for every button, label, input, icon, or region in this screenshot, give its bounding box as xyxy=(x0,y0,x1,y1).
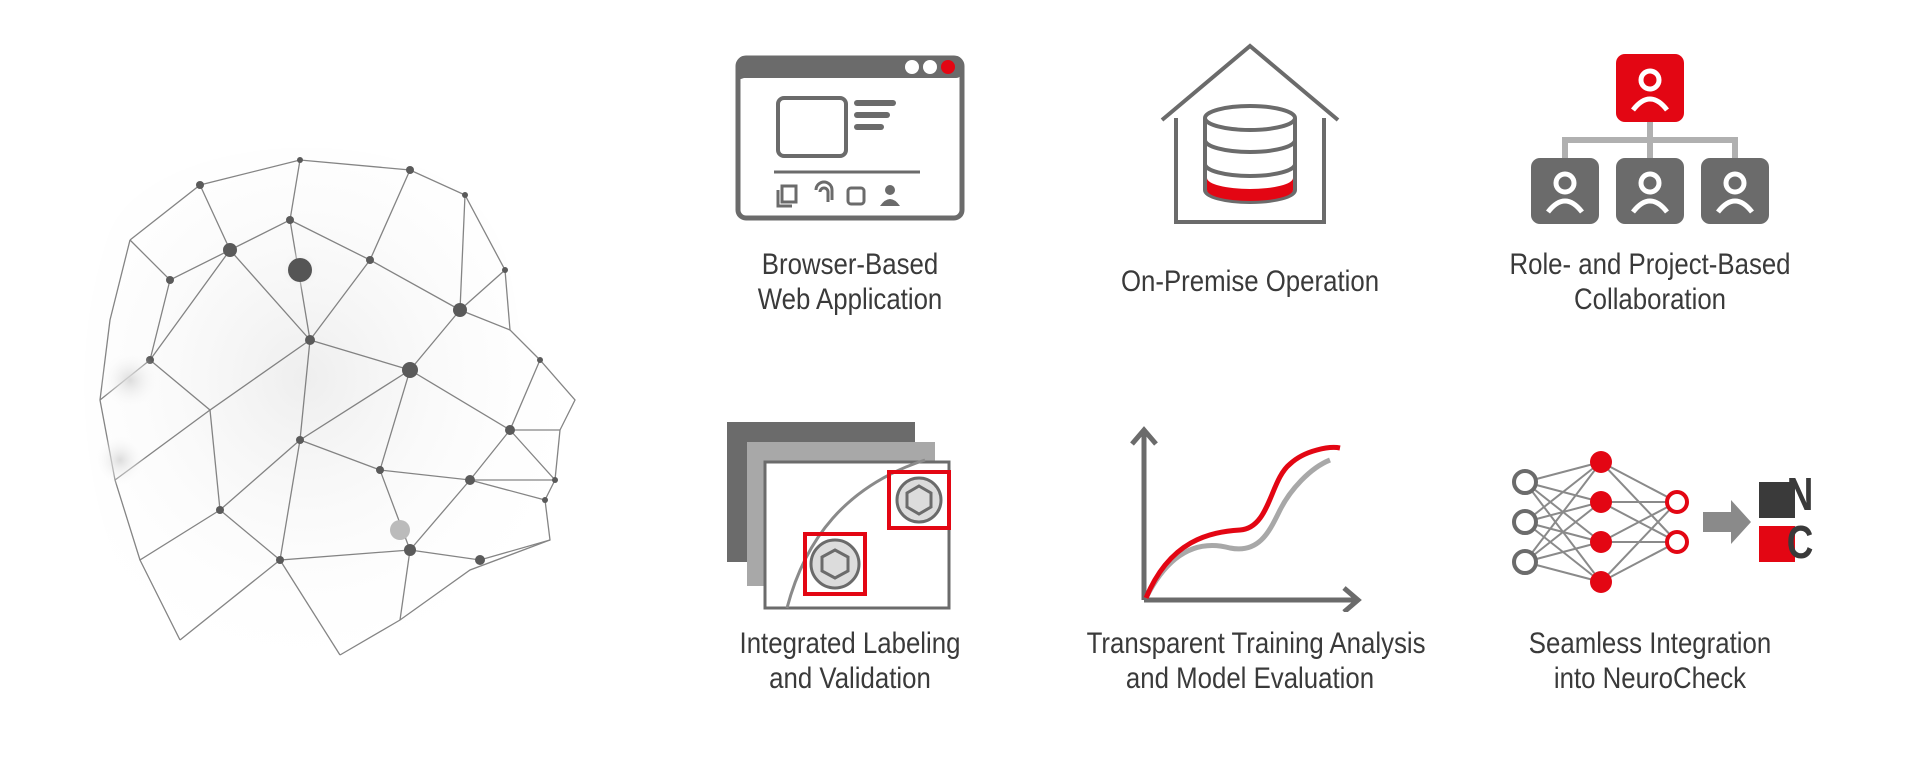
feature-caption: Integrated Labeling and Validation xyxy=(739,627,961,695)
house-database-icon xyxy=(1160,43,1340,224)
nc-logo-letters: N C xyxy=(1780,470,1820,566)
feature-caption: On-Premise Operation xyxy=(1120,265,1380,298)
wireframe-head-illustration xyxy=(84,147,576,660)
feature-training-analysis: Transparent Training Analysis and Model … xyxy=(1060,420,1440,696)
org-chart-users-icon xyxy=(1531,54,1769,224)
feature-caption: Role- and Project-Based Collaboration xyxy=(1509,248,1791,316)
browser-window-icon xyxy=(735,55,965,221)
feature-role-project-collaboration: Role- and Project-Based Collaboration xyxy=(1460,40,1840,317)
neural-network-to-nc-icon xyxy=(1512,451,1795,593)
labeled-images-icon xyxy=(727,422,951,610)
feature-integrated-labeling: Integrated Labeling and Validation xyxy=(660,420,1040,696)
feature-on-premise-operation: On-Premise Operation xyxy=(1060,40,1440,299)
nc-logo-letter-c: C xyxy=(1786,516,1814,568)
nc-logo-red-square xyxy=(1759,526,1795,562)
feature-caption: Transparent Training Analysis and Model … xyxy=(1086,627,1426,695)
nc-logo-letter-n: N xyxy=(1786,468,1814,520)
nc-logo-dark-square xyxy=(1759,482,1795,518)
feature-caption: Browser-Based Web Application xyxy=(757,248,943,316)
feature-caption: Seamless Integration into NeuroCheck xyxy=(1528,627,1772,695)
arrow-right-icon xyxy=(1703,500,1751,544)
training-curve-chart-icon xyxy=(1130,426,1362,612)
feature-browser-based-web-app: Browser-Based Web Application xyxy=(660,40,1040,317)
feature-seamless-integration: N C Seamless Integration into NeuroCheck xyxy=(1460,420,1840,696)
